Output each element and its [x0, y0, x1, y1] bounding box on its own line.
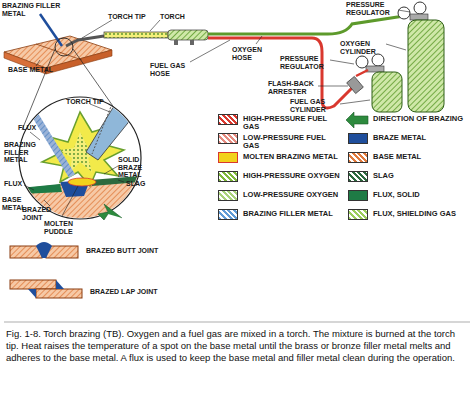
legend-text: BASE METAL [373, 153, 469, 161]
legend-text: HIGH-PRESSURE FUEL GAS [243, 115, 343, 132]
part-label: OXYGEN HOSE [232, 46, 272, 61]
legend-swatch [218, 209, 238, 220]
part-label: BRAZING FILLER METAL [4, 141, 44, 164]
part-label: BRAZING FILLER METAL [2, 2, 62, 17]
part-label: MOLTEN PUDDLE [44, 220, 82, 235]
detail-circle [55, 38, 73, 56]
part-label: OXYGEN CYLINDER [340, 40, 386, 55]
lap-plate [10, 280, 56, 289]
part-label: PRESSURE REGULATOR [280, 55, 330, 70]
part-label: TORCH TIP [66, 98, 104, 106]
oxygen-cylinder [408, 20, 444, 112]
legend-text: LOW-PRESSURE OXYGEN [243, 191, 343, 199]
legend-text: MOLTEN BRAZING METAL [243, 153, 343, 161]
brazed-butt-joint [10, 242, 78, 258]
inset-base-metal [10, 176, 150, 230]
legend-text: DIRECTION OF BRAZING [373, 115, 469, 123]
inset-filler-rod [32, 110, 72, 176]
brazed-lap-joint [10, 280, 82, 298]
legend-swatch [348, 133, 368, 144]
lap-plate [36, 289, 82, 298]
legend-swatch [348, 152, 368, 163]
legend-text: BRAZE METAL [373, 134, 469, 142]
inset-filler-rod-tint [32, 110, 72, 176]
filler-rod [40, 14, 62, 46]
torch-tube [104, 32, 168, 38]
oxygen-regulator [398, 2, 428, 20]
part-label: BRAZED LAP JOINT [90, 288, 158, 296]
part-label: FLASH-BACK ARRESTER [268, 80, 318, 95]
torch-valve [190, 40, 194, 45]
regulator-body [410, 14, 428, 20]
legend-swatch [348, 209, 368, 220]
legend-swatch [218, 171, 238, 182]
legend-swatch [218, 190, 238, 201]
legend-text: HIGH-PRESSURE OXYGEN [243, 172, 343, 180]
part-label: BRAZED BUTT JOINT [86, 247, 158, 255]
lap-braze [56, 280, 64, 289]
part-label: FUEL GAS CYLINDER [290, 98, 340, 113]
inset-leaders [24, 104, 124, 216]
lap-braze [28, 289, 36, 298]
part-label: FLUX [4, 180, 22, 188]
caption-rule [4, 322, 470, 323]
gauge [414, 2, 426, 14]
legend-text: SLAG [373, 172, 469, 180]
part-label: SOLID BRAZE METAL [118, 156, 158, 179]
legend-swatch [218, 114, 238, 125]
torch-handle [168, 30, 208, 40]
butt-braze [36, 242, 52, 258]
fuel-gas-hose [208, 38, 352, 108]
flash-back-arrester [347, 76, 364, 93]
direction-arrow [98, 204, 122, 220]
oxygen-hose [208, 16, 404, 34]
legend-arrow-sample [346, 112, 368, 128]
part-label: TORCH [160, 13, 185, 21]
part-label: PRESSURE REGULATOR [346, 1, 396, 16]
part-label: BRAZED JOINT [22, 206, 58, 221]
torch [66, 30, 208, 46]
part-label: BASE METAL [8, 66, 53, 74]
regulator-body [366, 66, 384, 72]
fuel-gas-cylinder [372, 72, 402, 112]
gauge [372, 54, 384, 66]
legend-swatch [348, 171, 368, 182]
inset-torch-tip [86, 96, 140, 160]
legend-text: FLUX, SOLID [373, 191, 469, 199]
part-label: TORCH TIP [108, 13, 146, 21]
molten-puddle [68, 178, 96, 186]
legend-text: BRAZING FILLER METAL [243, 210, 343, 218]
inset-flux [20, 184, 62, 194]
gauge [398, 7, 410, 19]
torch-tip [66, 36, 104, 46]
figure-caption: Fig. 1-8. Torch brazing (TB). Oxygen and… [6, 328, 468, 364]
base-plate-edge [46, 50, 112, 74]
legend-swatch [348, 190, 368, 201]
part-label: FLUX [18, 124, 36, 132]
legend-text: FLUX, SHIELDING GAS [373, 210, 469, 218]
leader-lines [36, 10, 410, 104]
part-label: SLAG [126, 180, 145, 188]
part-label: FUEL GAS HOSE [150, 62, 196, 77]
legend-swatch [218, 152, 238, 163]
hose-end [356, 70, 368, 76]
legend-text: LOW-PRESSURE FUEL GAS [243, 134, 343, 151]
legend-swatch [218, 133, 238, 144]
torch-valve [174, 40, 178, 45]
